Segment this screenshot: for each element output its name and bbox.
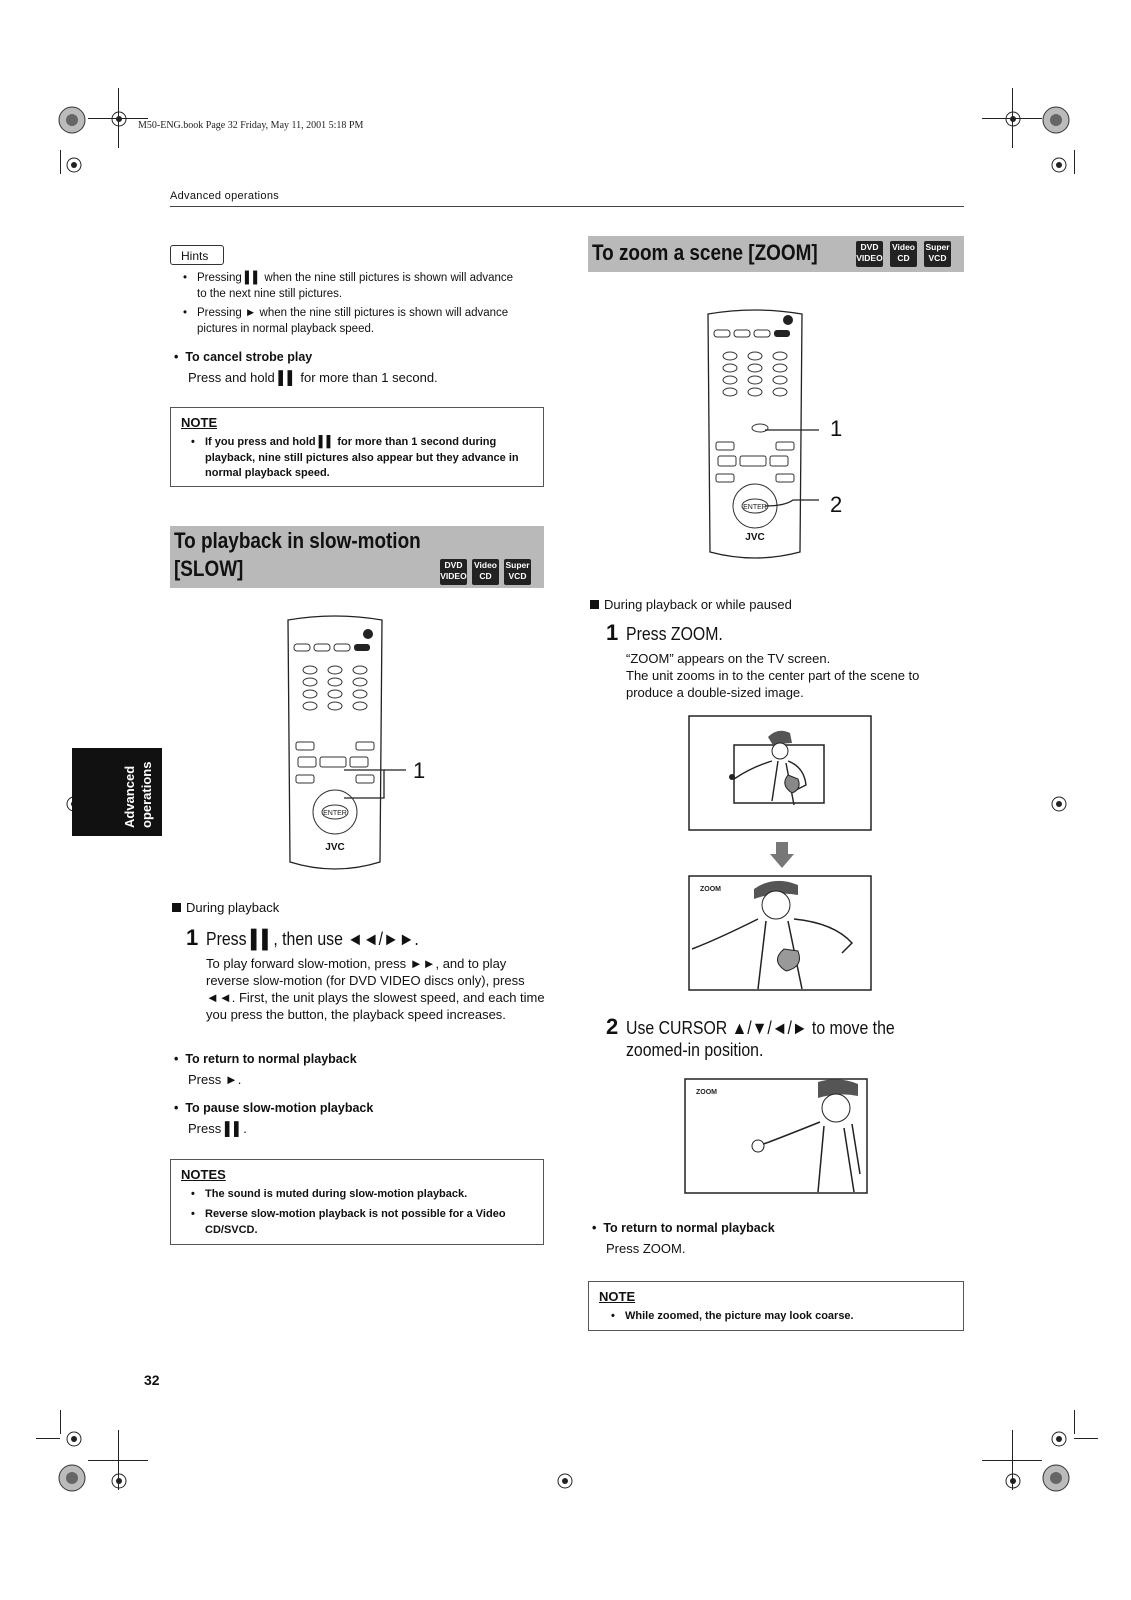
step-description: To play forward slow-motion, press ►►, a… <box>206 956 545 1022</box>
side-tab-line2: operations <box>139 761 154 828</box>
return-text: Press ►. <box>188 1072 242 1087</box>
pause-title: • To pause slow-motion playback <box>174 1101 374 1115</box>
note-title: NOTE <box>181 415 218 430</box>
side-tab: Advanced operations <box>72 748 162 836</box>
registration-mark-icon <box>58 106 86 134</box>
remote-control-image: ENTER JVC <box>287 615 383 870</box>
registration-mark-icon <box>58 1464 86 1492</box>
down-arrow-icon <box>770 842 794 868</box>
crosshair-mark-icon <box>1051 796 1067 812</box>
crosshair-mark-icon <box>66 1431 82 1447</box>
zoomed-screen-image: ZOOM <box>688 875 872 991</box>
crop-mark <box>1074 150 1075 174</box>
crosshair-mark-icon <box>1051 1431 1067 1447</box>
hint-item: • Pressing ► when the nine still picture… <box>183 305 523 337</box>
callout-number: 1 <box>830 416 843 441</box>
return-text: Press ZOOM. <box>606 1241 686 1256</box>
step-description-line2: The unit zooms in to the center part of … <box>626 668 920 700</box>
page-number: 32 <box>144 1372 160 1388</box>
return-title: • To return to normal playback <box>592 1221 775 1235</box>
note-box: NOTE • If you press and hold ▌▌ for more… <box>170 407 544 487</box>
header-rule <box>170 206 964 207</box>
zoom-indicator: ZOOM <box>700 886 721 893</box>
crosshair-mark-icon <box>1051 157 1067 173</box>
step-text: Press ▌▌, then use ◄◄/►►. <box>206 929 419 949</box>
cancel-strobe-title: • To cancel strobe play <box>174 350 313 364</box>
side-tab-line1: Advanced <box>122 765 137 828</box>
note-box: NOTE •While zoomed, the picture may look… <box>588 1281 964 1331</box>
crosshair-mark-icon <box>1005 111 1021 127</box>
crop-mark <box>36 1438 60 1439</box>
step-number: 1 <box>606 620 619 645</box>
note-item: •While zoomed, the picture may look coar… <box>611 1310 854 1322</box>
remote-enter-label: ENTER <box>743 504 767 511</box>
crosshair-mark-icon <box>1005 1473 1021 1489</box>
crosshair-mark-icon <box>557 1473 573 1489</box>
step-text-line2: zoomed-in position. <box>626 1040 764 1060</box>
panned-screen-image: ZOOM <box>684 1078 868 1194</box>
crosshair-mark-icon <box>111 1473 127 1489</box>
callout-number: 1 <box>413 758 426 783</box>
hints-label: Hints <box>181 249 209 263</box>
hint-text: Pressing ► when the nine still pictures … <box>197 307 509 335</box>
step-text-line1: Use CURSOR ▲/▼/◄/► to move the <box>626 1018 895 1038</box>
slow-title-line1: To playback in slow-motion <box>174 528 421 553</box>
crop-mark <box>88 1460 148 1461</box>
note-item: • If you press and hold ▌▌ for more than… <box>191 436 519 479</box>
zoom-indicator: ZOOM <box>696 1089 717 1096</box>
hint-item: • Pressing ▌▌ when the nine still pictur… <box>183 270 523 302</box>
cancel-strobe-text: Press and hold ▌▌ for more than 1 second… <box>188 370 438 385</box>
callout-bracket <box>344 769 406 799</box>
hints-badge: Hints <box>170 245 224 265</box>
step-number: 2 <box>606 1014 619 1039</box>
crop-mark <box>1074 1410 1075 1434</box>
remote-brand: JVC <box>745 532 764 543</box>
registration-mark-icon <box>1042 106 1070 134</box>
section-label: Advanced operations <box>170 190 280 202</box>
crosshair-mark-icon <box>111 111 127 127</box>
note-item: •Reverse slow-motion playback is not pos… <box>191 1208 506 1236</box>
remote-brand: JVC <box>325 842 344 853</box>
step-description-line1: “ZOOM” appears on the TV screen. <box>626 651 831 666</box>
notes-title: NOTES <box>181 1167 226 1182</box>
crop-mark <box>60 150 61 174</box>
crosshair-mark-icon <box>66 157 82 173</box>
pause-text: Press ▌▌. <box>188 1121 247 1136</box>
callout-number: 2 <box>830 492 843 517</box>
condition-label: During playback <box>172 899 279 916</box>
condition-label: During playback or while paused <box>590 596 792 613</box>
callout-lines <box>765 429 819 507</box>
crop-mark <box>982 1460 1042 1461</box>
zoom-title: To zoom a scene [ZOOM] <box>592 240 818 265</box>
book-info: M50-ENG.book Page 32 Friday, May 11, 200… <box>138 120 364 131</box>
note-item: •The sound is muted during slow-motion p… <box>191 1188 468 1200</box>
tv-screen-image <box>688 715 872 831</box>
slow-title-line2: [SLOW] <box>174 556 244 581</box>
registration-mark-icon <box>1042 1464 1070 1492</box>
remote-control-image: ENTER JVC <box>707 309 803 559</box>
crop-mark <box>1074 1438 1098 1439</box>
step-number: 1 <box>186 925 199 950</box>
crop-mark <box>60 1410 61 1434</box>
hint-text: Pressing ▌▌ when the nine still pictures… <box>197 272 514 300</box>
notes-box: NOTES •The sound is muted during slow-mo… <box>170 1159 544 1245</box>
return-title: • To return to normal playback <box>174 1052 357 1066</box>
note-title: NOTE <box>599 1289 636 1304</box>
step-text: Press ZOOM. <box>626 624 723 644</box>
remote-enter-label: ENTER <box>323 810 347 817</box>
